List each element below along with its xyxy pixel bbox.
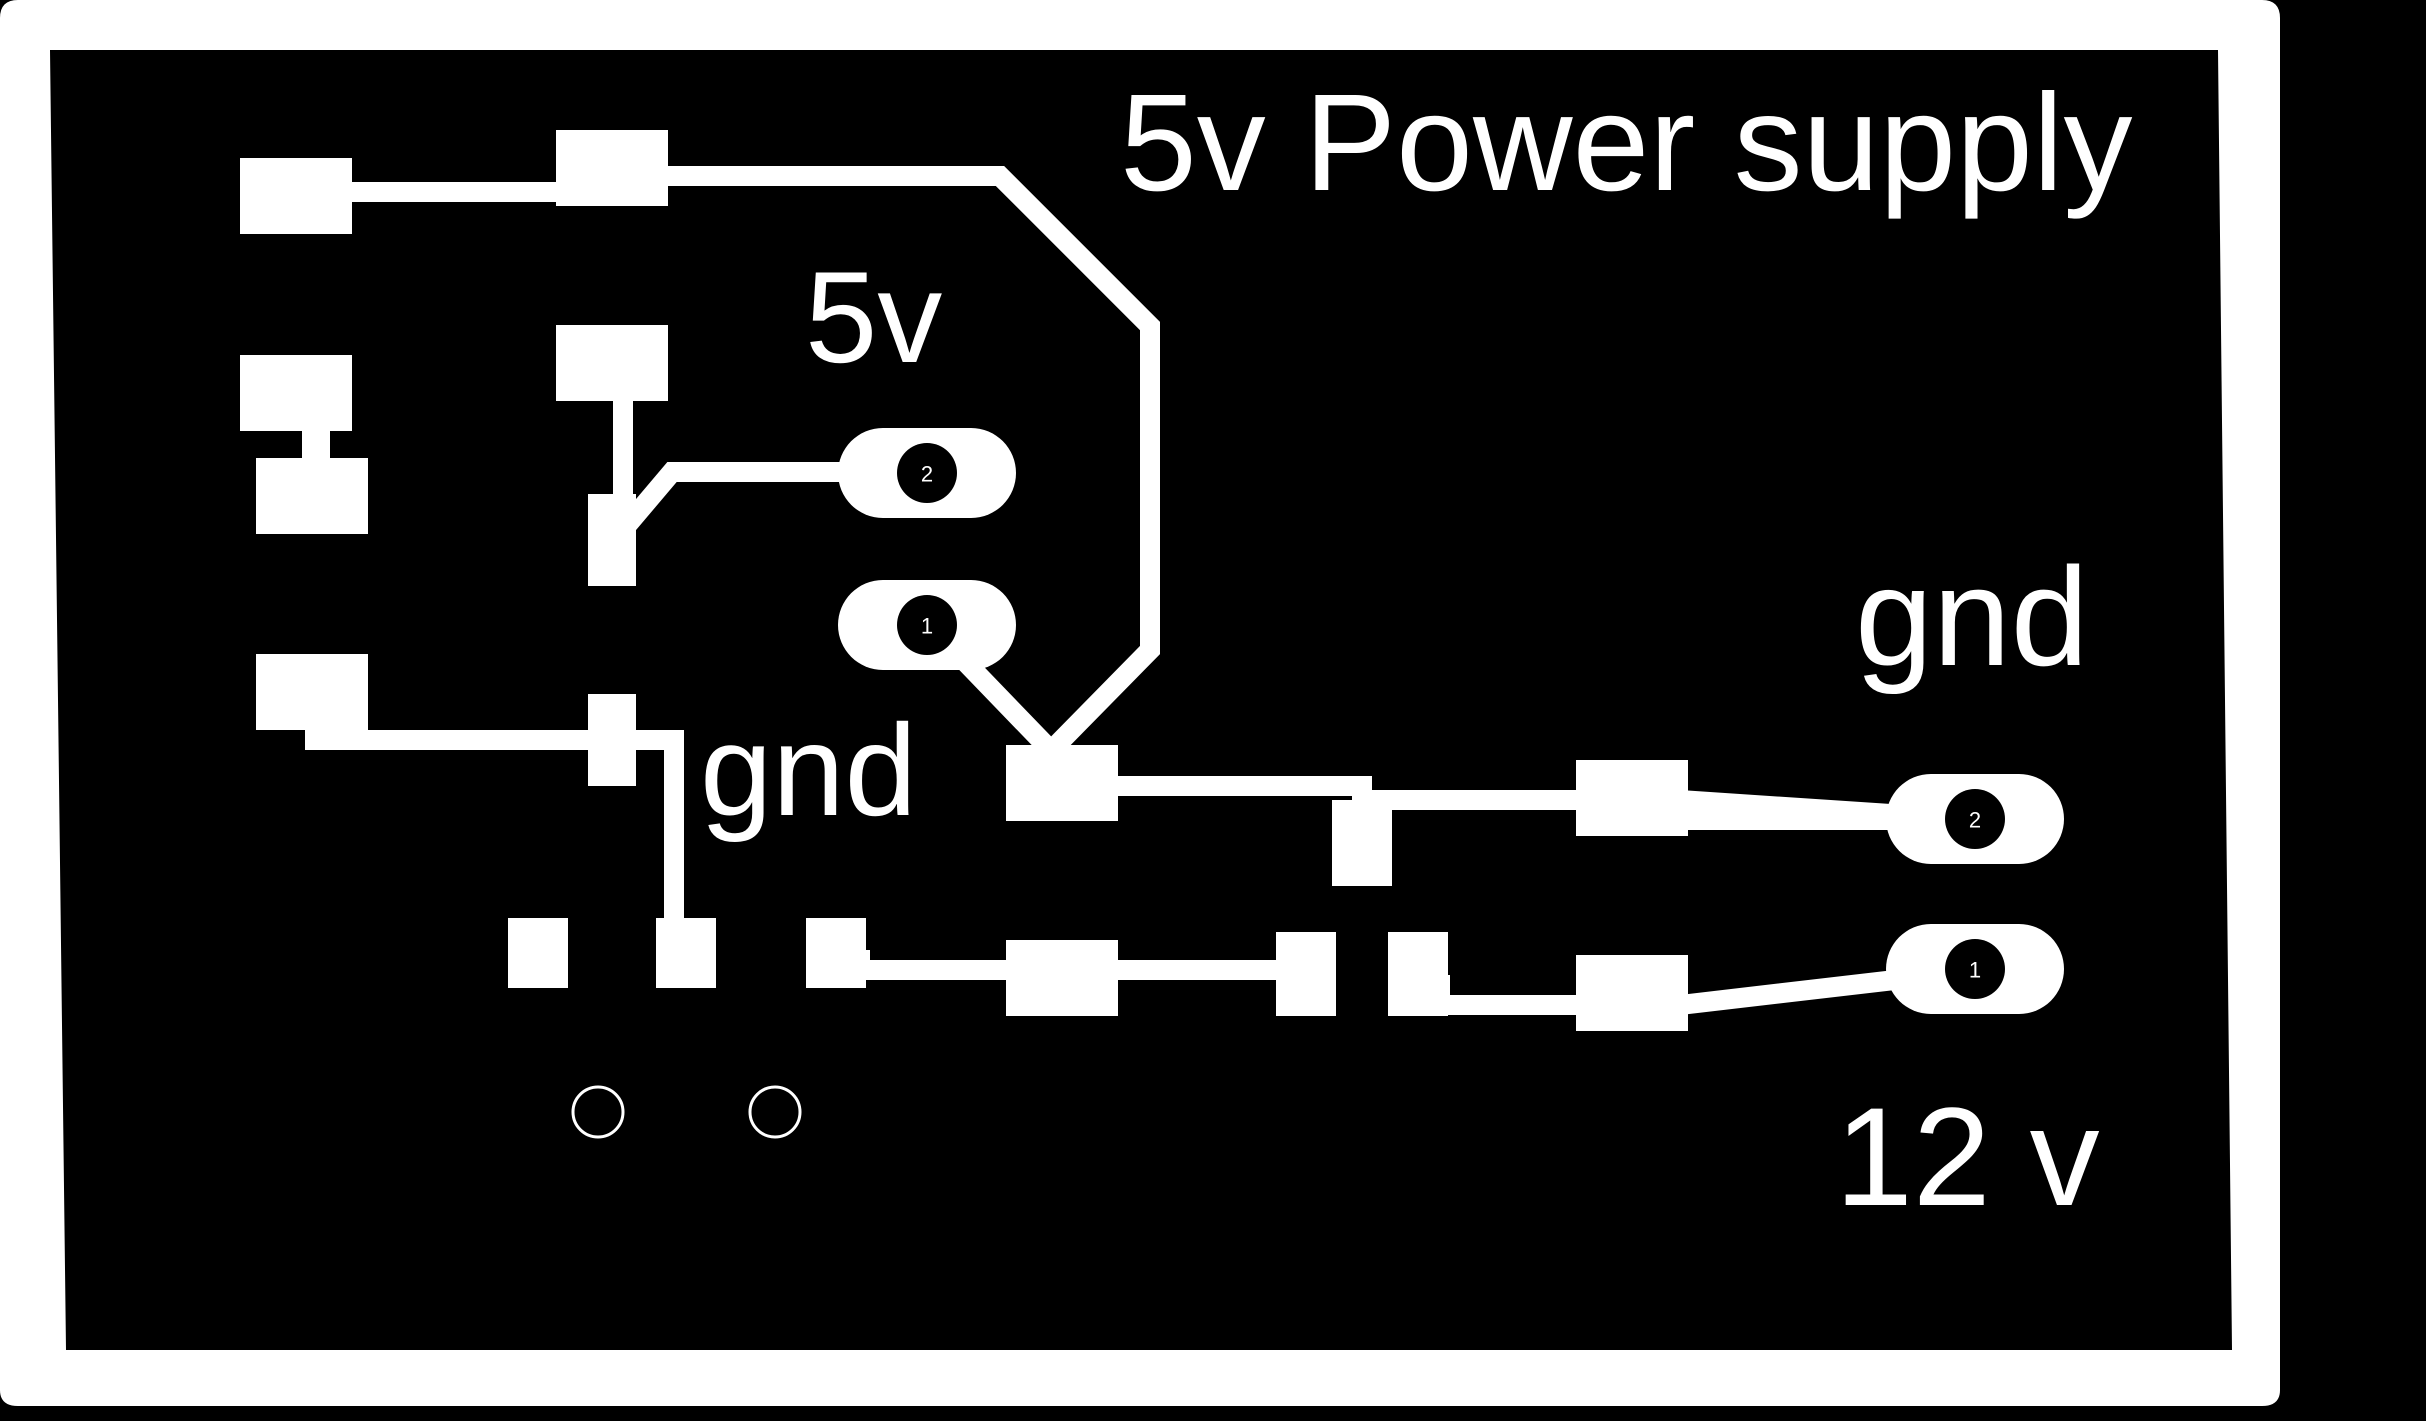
drill-hole xyxy=(1945,939,2005,999)
label-gnd-right: gnd xyxy=(1855,538,2089,695)
trace-gnd-left xyxy=(305,730,684,950)
pad xyxy=(656,918,716,988)
pin-label: 2 xyxy=(1969,808,1981,833)
pad xyxy=(1276,932,1336,1016)
pad xyxy=(588,494,636,586)
drill-hole xyxy=(897,595,957,655)
pad xyxy=(302,420,330,460)
pad xyxy=(806,918,866,988)
pad xyxy=(556,325,668,401)
drill-hole xyxy=(897,443,957,503)
drill-hole xyxy=(1945,789,2005,849)
label-12v: 12 v xyxy=(1835,1078,2100,1235)
pads xyxy=(240,130,1688,1031)
pad xyxy=(1332,800,1392,886)
pin-label: 2 xyxy=(921,462,933,487)
pad xyxy=(1576,955,1688,1031)
pad xyxy=(1006,940,1118,1016)
pad xyxy=(1576,760,1688,836)
pin-label: 1 xyxy=(1969,958,1981,983)
pad xyxy=(1388,932,1448,1016)
mounting-hole xyxy=(748,1085,802,1139)
pad xyxy=(588,694,636,786)
pad xyxy=(256,458,368,534)
pad xyxy=(240,355,352,431)
pad xyxy=(556,130,668,206)
label-5v: 5v xyxy=(805,244,942,390)
pad xyxy=(508,918,568,988)
trace-5v-out xyxy=(613,400,900,537)
label-gnd-left: gnd xyxy=(700,697,917,843)
board-title: 5v Power supply xyxy=(1120,66,2133,220)
pad xyxy=(1006,745,1118,821)
output-connector: 2 1 xyxy=(838,428,1016,670)
pad xyxy=(256,654,368,730)
mounting-hole xyxy=(571,1085,625,1139)
input-connector: 2 1 xyxy=(1886,774,2064,1014)
pad xyxy=(240,158,352,234)
pin-label: 1 xyxy=(921,614,933,639)
